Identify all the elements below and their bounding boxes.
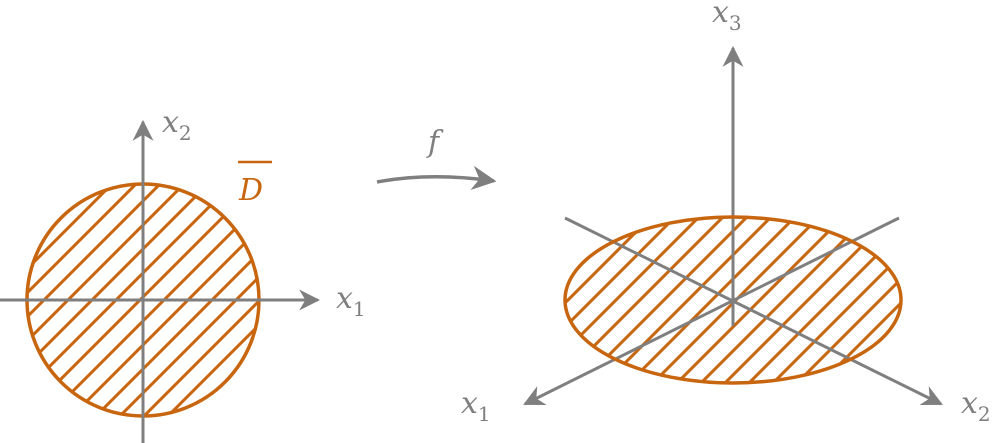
map-label-f: f: [426, 125, 444, 160]
hatch-line: [862, 217, 901, 383]
x1-label-right: x1: [461, 386, 491, 426]
hatch-line: [565, 217, 586, 383]
map-arrow: [376, 165, 497, 191]
hatch-line: [384, 212, 560, 388]
hatch-line: [565, 217, 730, 383]
hatch-line: [428, 180, 668, 420]
x2-label-left: x2: [162, 105, 192, 145]
hatch-line: [790, 217, 901, 383]
right-space: x3 x1 x2: [384, 0, 1001, 426]
x1-label-left: x1: [336, 281, 366, 321]
hatch-line: [912, 212, 1001, 388]
hatch-line: [814, 217, 901, 383]
hatch-line: [936, 212, 1001, 388]
hatch-line: [598, 217, 778, 383]
hatch-line: [766, 217, 901, 383]
hatch-line: [984, 212, 1001, 388]
hatch-line: [138, 184, 259, 416]
hatch-line: [960, 212, 1001, 388]
hatch-line: [27, 184, 118, 416]
region-label-d: D: [238, 173, 263, 208]
map-arrow-group: f: [376, 125, 497, 191]
left-plane: x1 x2 D: [0, 105, 740, 443]
hatch-line: [565, 217, 706, 383]
x1-axis-right: [523, 216, 900, 406]
hatch-line: [27, 184, 142, 416]
hatch-line: [356, 180, 596, 420]
hatch-line: [838, 217, 901, 383]
x2-axis-right: [564, 216, 943, 406]
ellipse-hatching: [384, 212, 1001, 388]
hatch-line: [742, 217, 901, 383]
hatch-line: [404, 180, 644, 420]
hatch-line: [622, 217, 802, 383]
hatch-line: [380, 180, 620, 420]
x2-label-right: x2: [961, 386, 991, 426]
hatch-line: [500, 180, 740, 420]
hatch-line: [718, 217, 898, 383]
x3-label: x3: [712, 0, 742, 35]
hatch-line: [332, 180, 572, 420]
hatch-line: [565, 217, 610, 383]
hatch-line: [565, 217, 682, 383]
hatch-line: [284, 180, 524, 420]
hatch-line: [670, 217, 850, 383]
ellipse-boundary: [563, 215, 903, 385]
hatch-line: [565, 217, 658, 383]
hatch-line: [452, 180, 692, 420]
hatch-line: [162, 184, 259, 416]
hatch-line: [886, 217, 901, 383]
hatch-line: [476, 180, 716, 420]
hatch-line: [574, 217, 754, 383]
hatch-line: [694, 217, 874, 383]
